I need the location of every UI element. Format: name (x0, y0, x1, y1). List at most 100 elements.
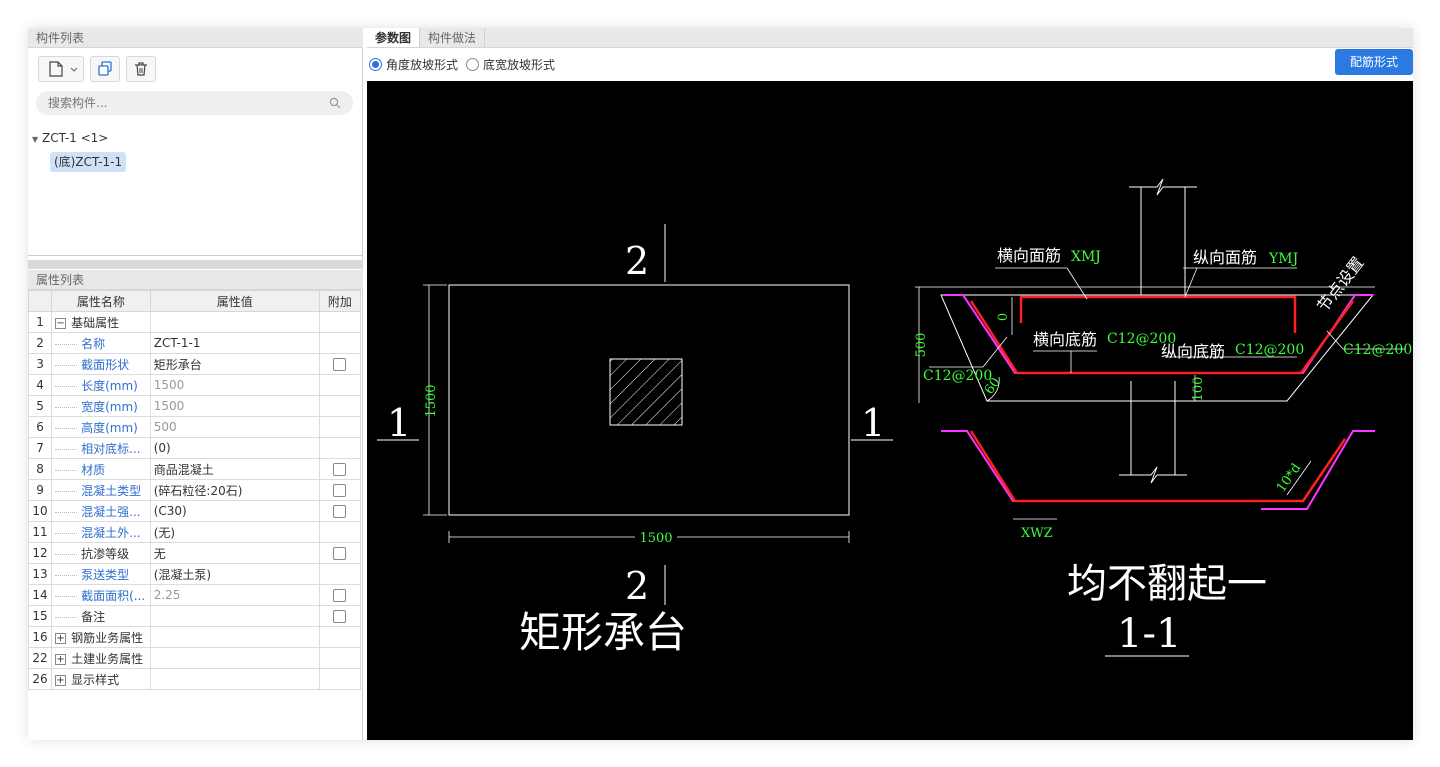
radio-angle-slope[interactable]: 角度放坡形式 (369, 56, 458, 73)
delete-component-button[interactable] (126, 56, 156, 82)
row-number: 9 (27, 479, 53, 501)
radio-width-slope-label: 底宽放坡形式 (483, 57, 556, 72)
radio-checked-icon[interactable] (369, 57, 382, 71)
tree-node-parent[interactable]: ▼ ZCT-1 <1> (32, 128, 126, 148)
row-number: 5 (27, 395, 53, 417)
property-value[interactable]: (C30) (149, 500, 320, 522)
expand-toggle-icon[interactable]: + (55, 632, 67, 644)
leader-left-code (982, 336, 1008, 368)
property-name: −基础属性 (51, 311, 151, 333)
property-value[interactable]: 矩形承台 (149, 353, 320, 375)
property-row[interactable]: 16+钢筋业务属性 (27, 626, 362, 648)
detail-rebar (969, 430, 1347, 503)
property-extra[interactable] (318, 500, 362, 522)
column-hatch (609, 358, 683, 426)
expand-toggle-icon[interactable]: + (55, 674, 67, 686)
property-row[interactable]: 26+显示样式 (27, 668, 362, 690)
property-value[interactable]: (0) (149, 437, 320, 459)
expand-toggle-icon[interactable]: + (55, 653, 67, 665)
property-value[interactable] (149, 647, 320, 669)
search-input[interactable] (48, 96, 329, 110)
plan-title: 矩形承台 (519, 608, 687, 657)
radio-width-slope[interactable]: 底宽放坡形式 (466, 56, 555, 73)
property-value[interactable]: 商品混凝土 (149, 458, 320, 480)
property-value[interactable]: 2.25 (149, 584, 320, 606)
caret-down-icon[interactable]: ▼ (32, 135, 39, 144)
checkbox[interactable] (333, 484, 347, 497)
property-value[interactable]: (碎石粒径:20石) (149, 479, 320, 501)
property-row[interactable]: 1−基础属性 (27, 311, 362, 333)
property-name: 相对底标... (51, 437, 151, 459)
property-extra[interactable] (318, 479, 362, 501)
checkbox[interactable] (333, 358, 347, 371)
property-extra[interactable] (318, 584, 362, 606)
property-extra[interactable] (318, 353, 362, 375)
checkbox[interactable] (333, 547, 347, 560)
property-extra (318, 437, 362, 459)
property-value[interactable]: (无) (149, 521, 320, 543)
property-row[interactable]: 22+土建业务属性 (27, 647, 362, 669)
property-name: 截面形状 (51, 353, 151, 375)
leader-right-code (1326, 330, 1344, 350)
tab-bar: 参数图 构件做法 (367, 28, 1413, 48)
property-value[interactable]: 1500 (149, 374, 320, 396)
property-value[interactable] (149, 626, 320, 648)
component-tree: ▼ ZCT-1 <1> (底)ZCT-1-1 (32, 128, 127, 172)
search-icon[interactable] (329, 97, 341, 109)
property-value[interactable] (149, 668, 320, 690)
label-left-code: C12@200 (923, 368, 992, 384)
checkbox[interactable] (333, 589, 347, 602)
property-extra[interactable] (318, 542, 362, 564)
checkbox[interactable] (333, 463, 347, 476)
label-hdj-cn: 横向底筋 (1033, 330, 1097, 349)
label-hdj-code: C12@200 (1107, 331, 1176, 347)
rebar-form-button[interactable]: 配筋形式 (1335, 49, 1413, 75)
tree-node-selected[interactable]: (底)ZCT-1-1 (50, 152, 127, 172)
property-value[interactable]: 500 (149, 416, 320, 438)
radio-unchecked-icon[interactable] (466, 57, 480, 71)
label-node-settings: 节点设置 (1313, 253, 1367, 315)
component-search[interactable] (36, 91, 353, 115)
copy-component-button[interactable] (90, 56, 120, 82)
property-extra (318, 647, 362, 669)
expand-toggle-icon[interactable]: − (55, 317, 67, 329)
tab-parameter-diagram[interactable]: 参数图 (367, 28, 421, 47)
panel-splitter[interactable] (28, 260, 363, 269)
tab-component-method[interactable]: 构件做法 (420, 28, 486, 47)
section-view: 500 0 60 100 (914, 178, 1412, 657)
property-value[interactable]: (混凝土泵) (149, 563, 320, 585)
property-value[interactable] (149, 311, 320, 333)
checkbox[interactable] (333, 505, 347, 518)
property-name: +土建业务属性 (51, 647, 151, 669)
property-value[interactable]: 无 (149, 542, 320, 564)
property-value[interactable]: ZCT-1-1 (149, 332, 320, 354)
property-extra (318, 332, 362, 354)
property-name: 泵送类型 (51, 563, 151, 585)
new-component-button[interactable] (38, 56, 84, 82)
property-value[interactable] (149, 605, 320, 627)
row-number: 12 (27, 542, 53, 564)
property-extra[interactable] (318, 605, 362, 627)
section-title: 均不翻起一 (1067, 561, 1267, 607)
property-value[interactable]: 1500 (149, 395, 320, 417)
section-mark-bottom: 2 (625, 564, 649, 608)
property-extra[interactable] (318, 458, 362, 480)
checkbox[interactable] (333, 610, 347, 623)
row-number: 4 (27, 374, 53, 396)
component-toolbar (38, 56, 156, 82)
